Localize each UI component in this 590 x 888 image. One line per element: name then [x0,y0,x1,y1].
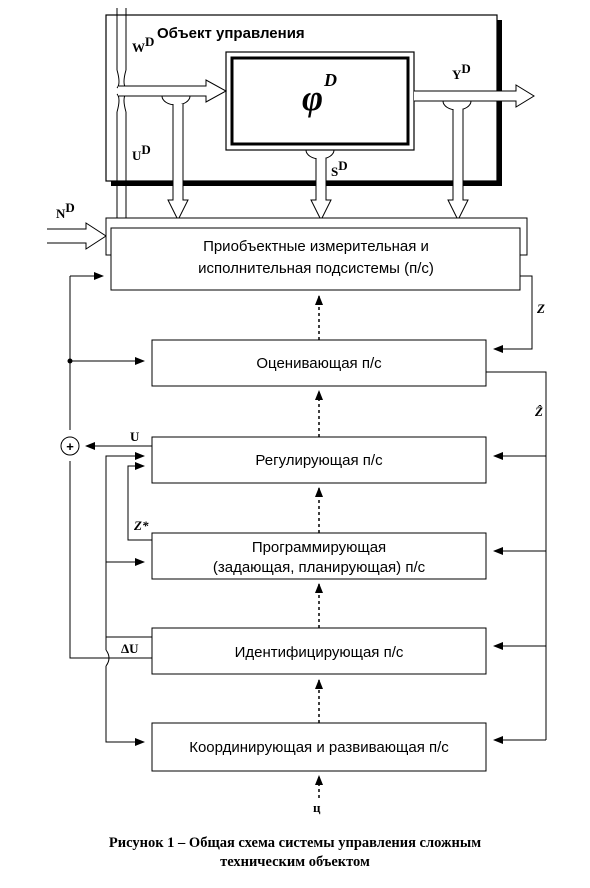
programming-block [151,532,487,580]
summing-junction [60,436,80,456]
z-hat-bus [486,371,547,744]
estimating-block [151,339,487,387]
n-label: ND [56,200,75,221]
programming-line2: (задающая, планирующая) п/с [213,559,426,576]
operator-block [225,51,415,151]
u-reg-label: U [130,429,140,444]
coordinating-block [151,722,487,772]
z-feedback [493,275,533,353]
measure-arrows [167,104,469,222]
identifying-label: Идентифицирующая п/с [235,644,404,661]
y-label: YD [452,61,471,82]
coordinating-label: Координирующая и развивающая п/с [189,739,449,756]
control-object-title: Объект управления [157,25,305,42]
field-subsystem-line1: Приобъектные измерительная и [203,238,429,255]
figure-caption-line1: Рисунок 1 – Общая схема системы управлен… [108,835,482,851]
w-label: WD [132,34,154,55]
field-subsystem-line2: исполнительная подсистемы (п/с) [198,260,434,277]
programming-line1: Программирующая [252,539,386,556]
left-feedback-loop [69,272,152,659]
inner-left-bus [105,452,152,746]
regulating-label: Регулирующая п/с [255,452,383,469]
figure-caption-line2: техническим объектом [220,854,370,870]
regulating-block [151,436,487,484]
sum-sign: + [66,439,74,454]
s-label: SD [331,158,348,179]
u-label: UD [132,142,151,163]
field-subsystem-block [105,217,528,291]
phi-symbol: φ [302,78,323,118]
junction-dot [67,358,73,364]
delta-u-label: ΔU [121,641,139,656]
z-hat-label: Ẑ [534,404,543,419]
n-input-arrow [47,222,107,250]
w-input-channel [116,8,127,89]
goal-label: ц [313,800,321,815]
estimating-label: Оценивающая п/с [256,355,382,372]
phi-superscript: D [323,70,337,90]
z-star-label: Z* [133,518,149,533]
z-label: Z [536,301,545,316]
